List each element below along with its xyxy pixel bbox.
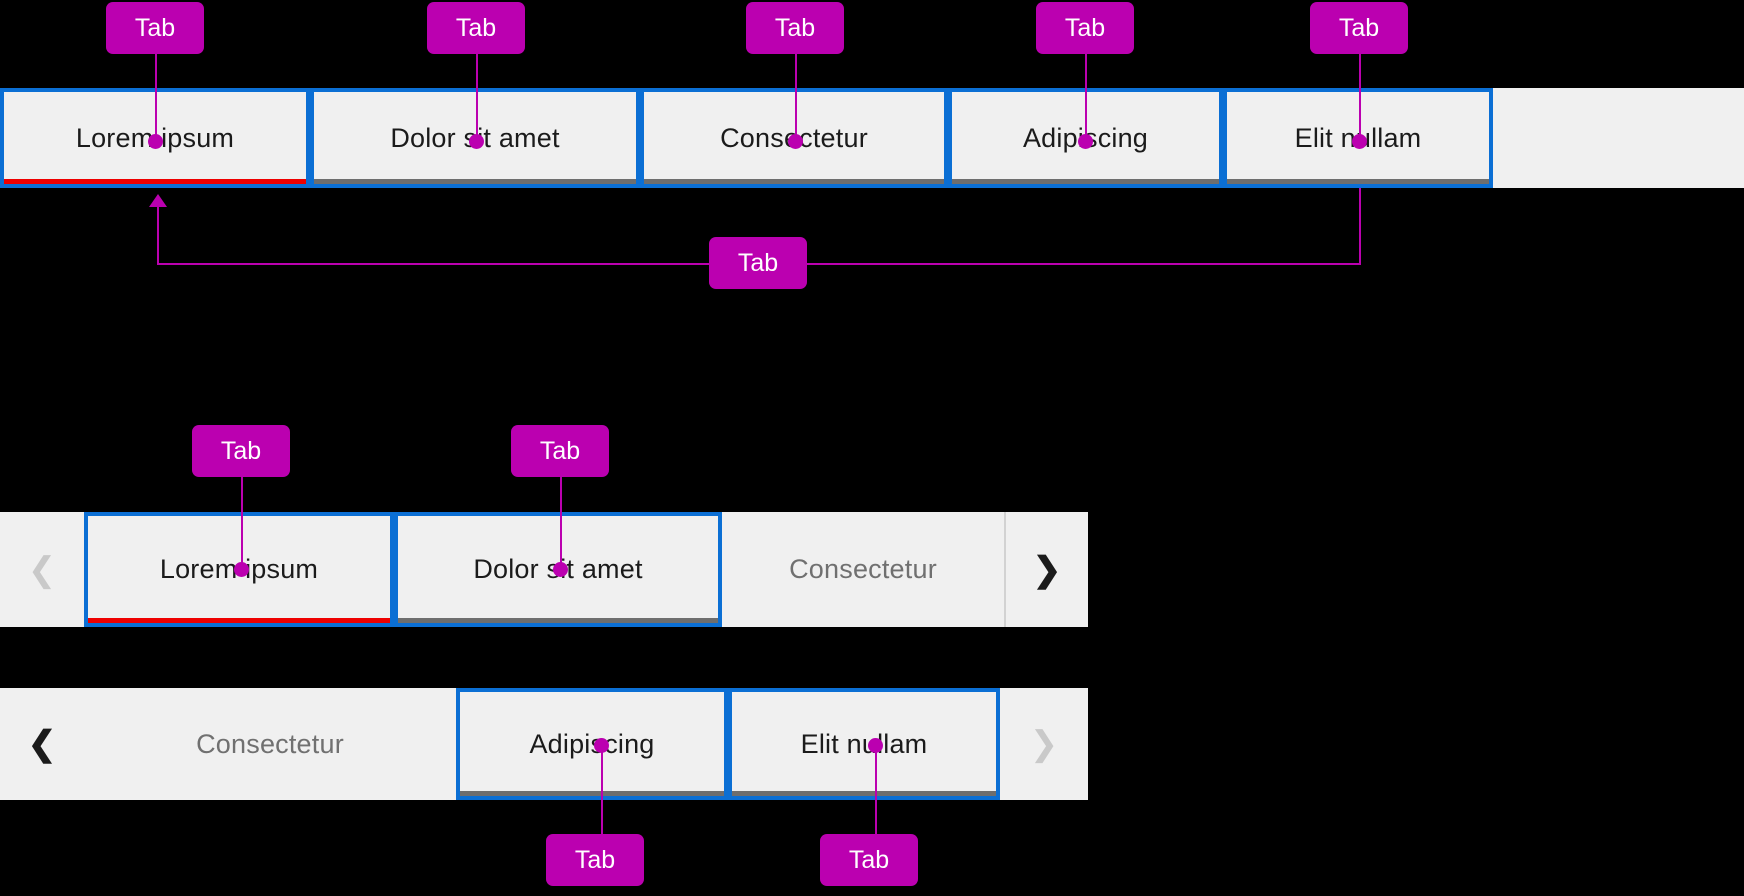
annotation-connector xyxy=(875,745,877,835)
annotation-tab-8: Tab xyxy=(546,834,644,886)
annotation-label: Tab xyxy=(774,13,816,42)
tab-bar-filler xyxy=(1493,88,1744,188)
annotation-tab-2: Tab xyxy=(427,2,525,54)
annotation-tab-5: Tab xyxy=(1310,2,1408,54)
tab-label: Consectetur xyxy=(789,554,937,584)
annotation-target-dot xyxy=(1078,134,1093,149)
annotation-tab-4: Tab xyxy=(1036,2,1134,54)
full-width-tab-bar: Lorem ipsum Dolor sit amet Consectetur A… xyxy=(0,88,1744,188)
annotation-tab-6: Tab xyxy=(192,425,290,477)
annotation-connector xyxy=(241,473,243,568)
scroll-next-button[interactable]: ❯ xyxy=(1006,512,1088,627)
annotation-connector xyxy=(1085,50,1087,142)
scrollable-tab-bar-end: ❮ Consectetur Adipiscing Elit nullam ❯ xyxy=(0,688,1088,800)
scroll-prev-button[interactable]: ❮ xyxy=(0,512,84,627)
tab-elit-nullam[interactable]: Elit nullam xyxy=(728,688,1000,800)
chevron-right-icon: ❯ xyxy=(1032,550,1062,589)
annotation-label: Tab xyxy=(737,248,779,277)
scrollable-tab-bar-start: ❮ Lorem ipsum Dolor sit amet Consectetur… xyxy=(0,512,1088,627)
annotation-label: Tab xyxy=(574,845,616,874)
annotation-connector xyxy=(155,50,157,142)
tab-indicator xyxy=(732,791,996,796)
annotation-tab-7: Tab xyxy=(511,425,609,477)
annotation-connector xyxy=(157,205,159,265)
tab-active-indicator xyxy=(4,179,306,184)
tab-adipiscing[interactable]: Adipiscing xyxy=(456,688,728,800)
annotation-target-dot xyxy=(469,134,484,149)
tab-indicator xyxy=(1227,179,1489,184)
annotation-connector xyxy=(1359,188,1361,264)
annotation-target-dot xyxy=(553,562,568,577)
scroll-next-button[interactable]: ❯ xyxy=(1000,688,1088,800)
annotation-connector xyxy=(560,473,562,568)
chevron-left-icon: ❮ xyxy=(27,725,57,763)
annotation-tab-group: Tab xyxy=(709,237,807,289)
tab-label: Consectetur xyxy=(196,728,344,759)
annotation-target-dot xyxy=(148,134,163,149)
chevron-left-icon: ❮ xyxy=(27,550,57,589)
annotation-connector xyxy=(601,745,603,835)
tab-label: Adipiscing xyxy=(529,728,655,759)
scroll-divider xyxy=(1004,512,1006,627)
annotation-target-dot xyxy=(234,562,249,577)
annotation-arrowhead xyxy=(149,194,167,207)
tab-consectetur[interactable]: Consectetur xyxy=(722,512,1004,627)
tab-indicator xyxy=(644,179,944,184)
annotation-connector xyxy=(1359,50,1361,142)
tab-active-indicator xyxy=(88,618,390,623)
tab-indicator xyxy=(314,179,636,184)
annotation-target-dot xyxy=(594,738,609,753)
annotation-tab-9: Tab xyxy=(820,834,918,886)
tab-indicator xyxy=(952,179,1219,184)
annotation-target-dot xyxy=(788,134,803,149)
annotation-label: Tab xyxy=(848,845,890,874)
annotation-label: Tab xyxy=(220,436,262,465)
annotation-tab-3: Tab xyxy=(746,2,844,54)
annotation-label: Tab xyxy=(1338,13,1380,42)
annotation-label: Tab xyxy=(1064,13,1106,42)
annotation-tab-1: Tab xyxy=(106,2,204,54)
chevron-right-icon: ❯ xyxy=(1029,725,1059,763)
annotation-label: Tab xyxy=(539,436,581,465)
annotation-connector xyxy=(795,50,797,142)
tab-indicator xyxy=(398,618,718,623)
annotation-label: Tab xyxy=(455,13,497,42)
tab-consectetur[interactable]: Consectetur xyxy=(84,688,456,800)
annotation-label: Tab xyxy=(134,13,176,42)
tab-label: Elit nullam xyxy=(800,728,928,759)
scroll-prev-button[interactable]: ❮ xyxy=(0,688,84,800)
annotation-target-dot xyxy=(868,738,883,753)
annotation-connector xyxy=(476,50,478,142)
tab-indicator xyxy=(460,791,724,796)
annotation-target-dot xyxy=(1352,134,1367,149)
